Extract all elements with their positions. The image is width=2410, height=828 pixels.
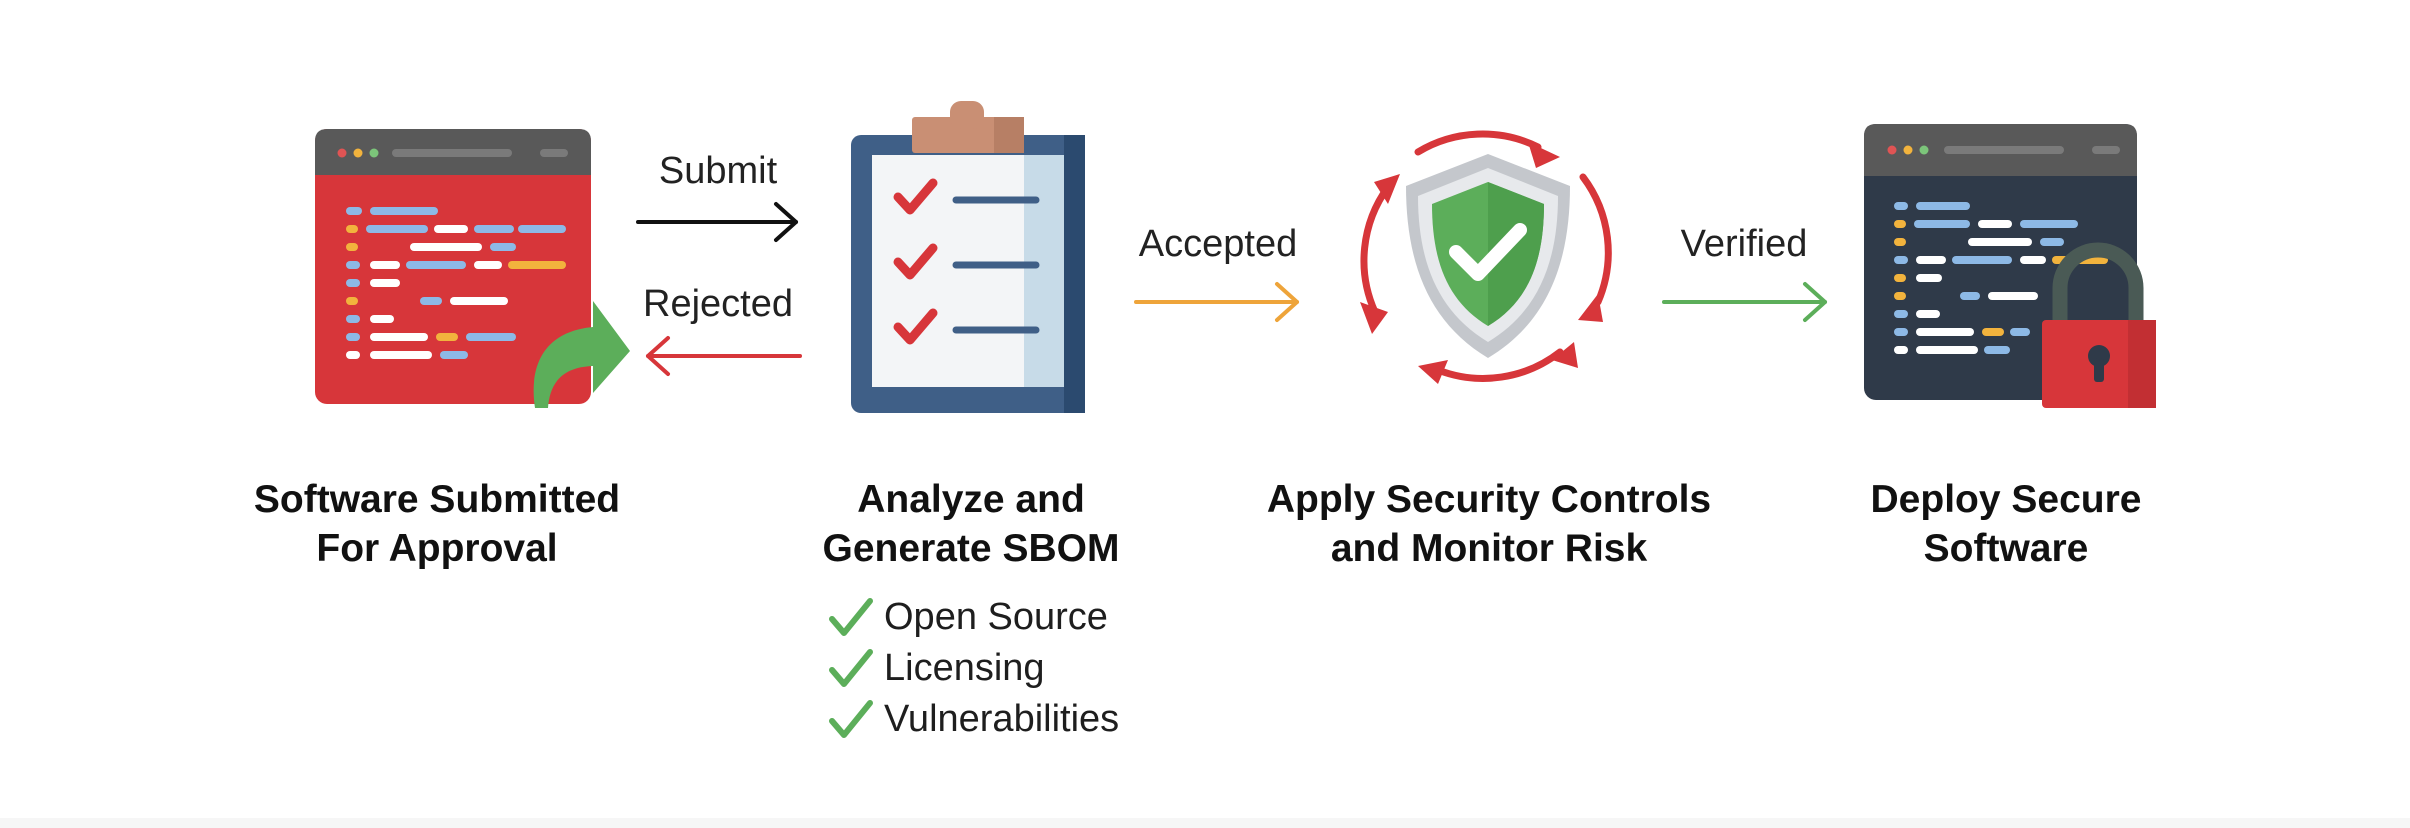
submit-label: Submit [658,150,778,192]
rejected-label: Rejected [643,283,793,325]
submit-arrow [636,202,798,242]
step-2-title: Analyze and Generate SBOM [822,478,1120,570]
forward-arrow-icon [533,301,630,408]
green-check-icon [829,597,873,636]
checklist-item: Licensing [828,643,1119,694]
clipboard-checklist-icon [851,101,1085,413]
rejected-arrow [646,336,802,376]
step-1-title: Software Submitted For Approval [253,478,621,570]
red-code-window-icon [315,129,630,408]
checkmark-icon [1449,223,1527,281]
checklist-item: Open Source [828,592,1119,643]
bottom-border [0,818,2410,828]
green-check-icon [829,699,873,738]
green-check-icon [829,648,873,687]
checklist-item: Vulnerabilities [828,694,1119,745]
step-3-title: Apply Security Controls and Monitor Risk [1266,478,1712,570]
accepted-label: Accepted [1138,223,1298,265]
step-4-title: Deploy Secure Software [1870,478,2142,570]
padlock-icon [2042,242,2156,408]
shield-with-cycle-arrows-icon [1360,130,1612,384]
accepted-arrow [1134,282,1299,322]
verified-arrow [1662,282,1827,322]
locked-code-window-icon [1864,124,2156,408]
verified-label: Verified [1680,223,1808,265]
sbom-checklist: Open Source Licensing Vulnerabilities [828,592,1119,745]
